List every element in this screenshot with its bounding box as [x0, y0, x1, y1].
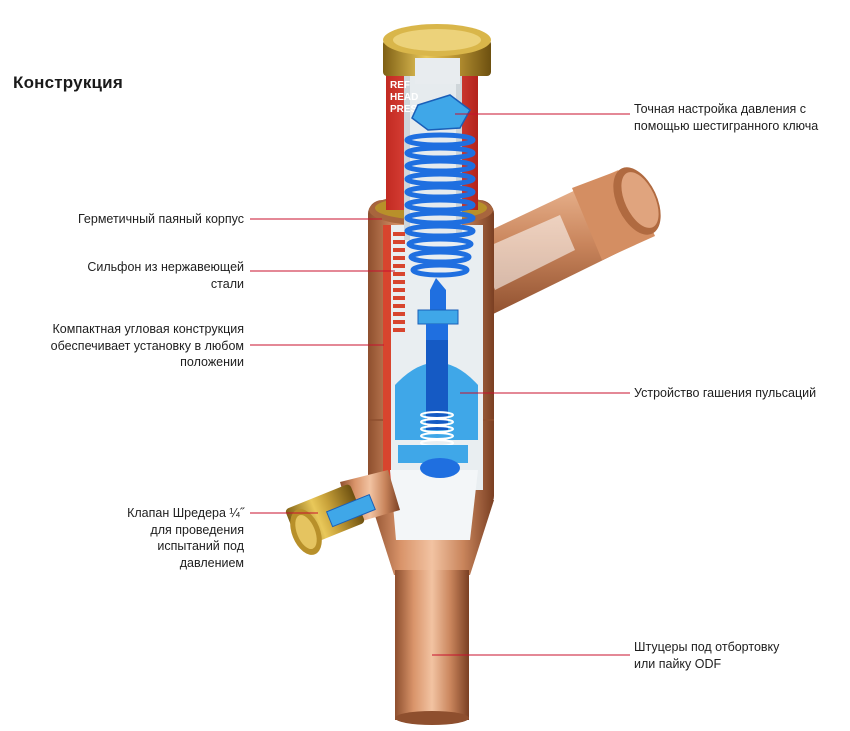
schrader-valve	[284, 470, 400, 559]
outlet-pipe	[470, 160, 670, 318]
svg-text:REF: REF	[390, 80, 410, 91]
label-odf-fittings: Штуцеры под отбортовку или пайку ODF	[634, 639, 779, 672]
label-bellows: Сильфон из нержавеющей стали	[87, 259, 244, 292]
bellows-fold	[393, 280, 405, 284]
brass-cap	[383, 24, 491, 84]
label-angle-design: Компактная угловая конструкция обеспечив…	[51, 321, 244, 371]
bellows-fold	[393, 272, 405, 276]
bellows-fold	[393, 312, 405, 316]
bellows-fold	[393, 304, 405, 308]
label-pulsation-damper: Устройство гашения пульсаций	[634, 385, 816, 402]
bellows-fold	[393, 240, 405, 244]
bellows-fold	[393, 232, 405, 236]
bellows-fold	[393, 264, 405, 268]
bellows-fold	[393, 288, 405, 292]
adjusting-spring	[407, 95, 473, 275]
bellows-fold	[393, 328, 405, 332]
bellows-fold	[393, 256, 405, 260]
bellows-fold	[393, 320, 405, 324]
label-hex-adjust: Точная настройка давления с помощью шест…	[634, 101, 818, 134]
svg-text:HEAD: HEAD	[390, 92, 418, 103]
bellows-fold	[393, 248, 405, 252]
bellows-fold	[393, 296, 405, 300]
label-sealed-body: Герметичный паяный корпус	[78, 211, 244, 228]
label-schrader-valve: Клапан Шредера ¼˝ для проведения испытан…	[127, 505, 244, 571]
